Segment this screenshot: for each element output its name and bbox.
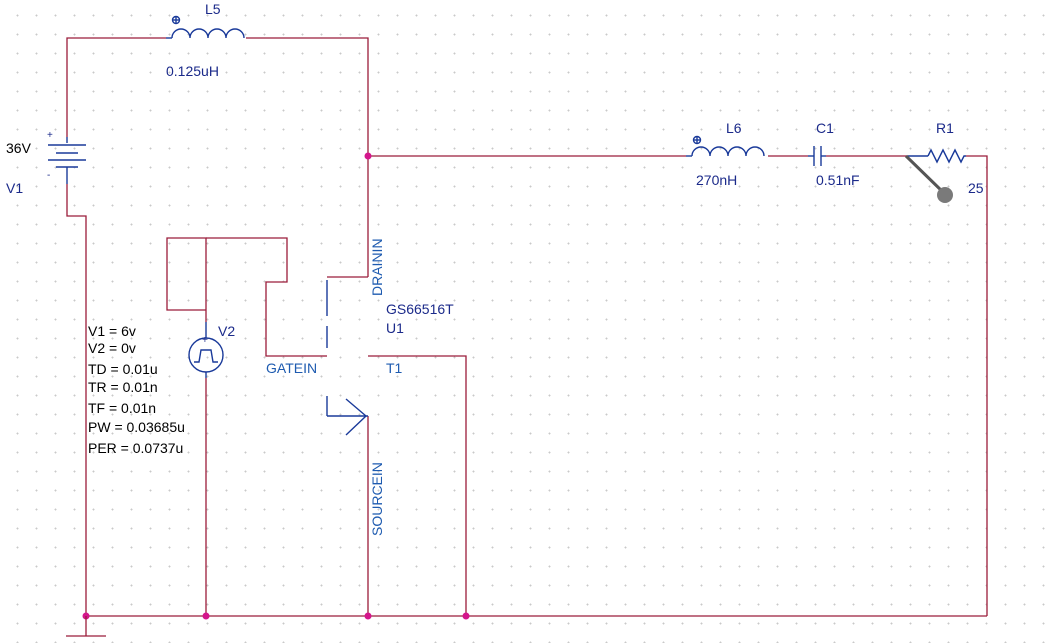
v1-ref[interactable]: V1 (6, 180, 23, 196)
wire-v2-to-gate[interactable] (206, 237, 320, 357)
v2-param: PER = 0.0737u (88, 440, 183, 456)
svg-text:+: + (202, 335, 208, 346)
r1-probe-stem (904, 154, 947, 196)
junction-drain (364, 152, 372, 160)
l5-ref[interactable]: L5 (205, 1, 221, 17)
v1-minus-sign: - (47, 170, 50, 181)
v2-parameters[interactable]: V1 = 6v V2 = 0v TD = 0.01u TR = 0.01n TF… (88, 323, 185, 456)
wire-r1-return[interactable] (966, 155, 988, 616)
svg-text:-: - (203, 367, 206, 378)
v2-pulse-source[interactable]: + - V2 (188, 322, 235, 378)
u1-transistor[interactable]: GS66516T U1 GATEIN T1 DRAININ SOURCEIN (266, 238, 454, 536)
v2-param: PW = 0.03685u (88, 419, 185, 435)
wires (66, 37, 988, 617)
u1-ref[interactable]: U1 (386, 320, 404, 336)
junction-nodes (82, 152, 470, 620)
wire-l5-to-drain-node[interactable] (246, 37, 369, 156)
u1-source-pin-label: SOURCEIN (369, 462, 385, 536)
wire-t1-to-ground[interactable] (368, 355, 467, 616)
l5-inductor[interactable]: L5 0.125uH (166, 1, 245, 79)
v2-param: TR = 0.01n (88, 379, 158, 395)
u1-gate-pin-label: GATEIN (266, 360, 317, 376)
v2-param: V1 = 6v (88, 323, 136, 339)
wire-v1-to-l5[interactable] (66, 37, 166, 137)
r1-value[interactable]: 25 (968, 180, 984, 196)
l6-ref[interactable]: L6 (726, 120, 742, 136)
junction-ground-2 (202, 612, 210, 620)
c1-ref[interactable]: C1 (816, 120, 834, 136)
l6-value[interactable]: 270nH (696, 172, 737, 188)
junction-ground-4 (462, 612, 470, 620)
v2-ref[interactable]: V2 (218, 323, 235, 339)
v1-value[interactable]: 36V (6, 140, 32, 156)
v1-battery[interactable]: + - 36V V1 (6, 130, 86, 196)
v1-plus-sign: + (47, 130, 53, 141)
l5-value[interactable]: 0.125uH (166, 63, 219, 79)
wire-v2-top-loop (166, 237, 207, 322)
v2-param: TD = 0.01u (88, 361, 158, 377)
r1-probe-icon[interactable] (937, 187, 953, 203)
r1-ref[interactable]: R1 (936, 120, 954, 136)
ground-symbol[interactable] (66, 616, 106, 637)
c1-value[interactable]: 0.51nF (816, 172, 860, 188)
c1-capacitor[interactable]: C1 0.51nF (808, 120, 860, 188)
v2-param: V2 = 0v (88, 340, 136, 356)
u1-part-number[interactable]: GS66516T (386, 301, 454, 317)
v2-param: TF = 0.01n (88, 400, 156, 416)
junction-ground-3 (364, 612, 372, 620)
l6-inductor[interactable]: L6 270nH (686, 120, 765, 188)
u1-thermal-pin-label: T1 (386, 360, 403, 376)
r1-resistor[interactable]: R1 25 (904, 120, 984, 203)
wire-v1-to-ground[interactable] (66, 184, 87, 616)
u1-drain-pin-label: DRAININ (369, 238, 385, 296)
